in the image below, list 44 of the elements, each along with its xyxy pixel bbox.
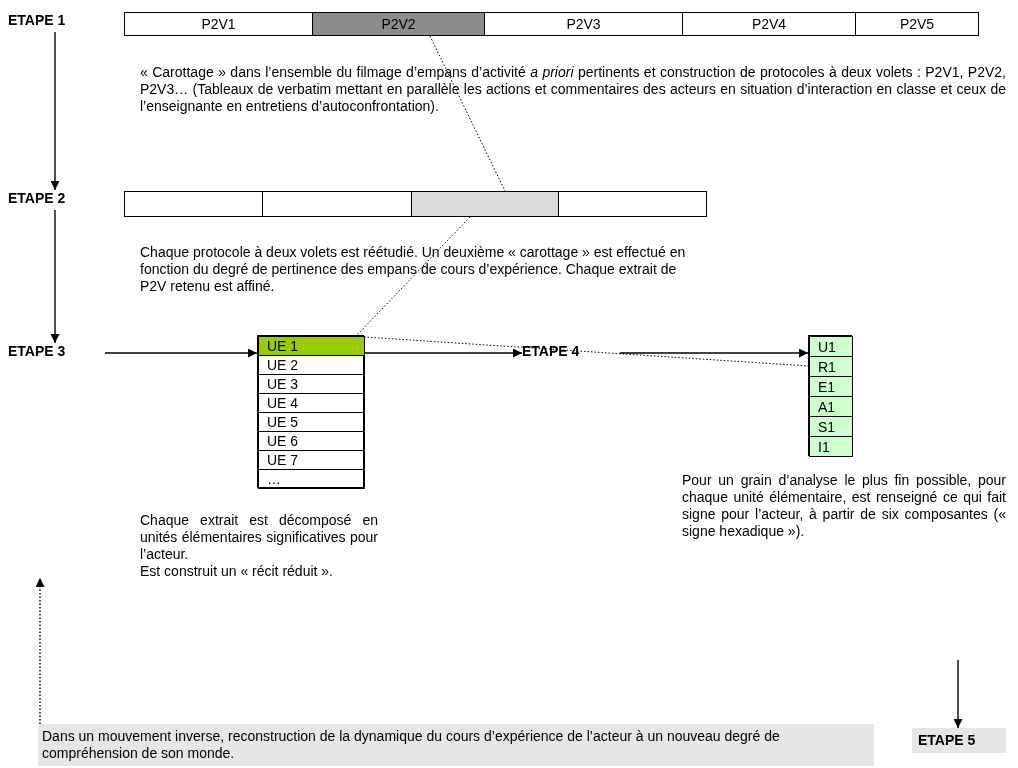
sign-cell: U1 xyxy=(809,336,853,357)
arrow xyxy=(619,348,809,358)
leader-line xyxy=(363,336,809,367)
highlighted-cell xyxy=(411,191,559,217)
step-label: ETAPE 5 xyxy=(912,728,1006,753)
sign-cell: A1 xyxy=(809,396,853,417)
unit-cell: UE 6 xyxy=(258,431,365,451)
step-label: ETAPE 1 xyxy=(8,12,98,32)
protocol-cell: P2V4 xyxy=(682,12,856,36)
sign-table xyxy=(808,335,852,456)
description-text: Est construit un « récit réduit ». xyxy=(140,563,334,580)
unit-cell: UE 2 xyxy=(258,355,365,375)
protocol-cell: P2V5 xyxy=(855,12,979,36)
protocol-cell: P2V1 xyxy=(124,12,313,36)
leader-line xyxy=(429,35,506,192)
description-text: Pour un grain d’analyse le plus fin possible, pour chaque unité élémentaire, est renseigné ce qui fait signe pour l’acteur, à partir de six composantes (« signe hexadique »). xyxy=(682,472,1006,540)
sign-cell: I1 xyxy=(809,436,853,457)
unit-cell: UE 7 xyxy=(258,450,365,470)
unit-cell: … xyxy=(258,469,365,489)
arrow xyxy=(953,659,963,729)
empty-cell xyxy=(124,191,263,217)
arrow xyxy=(50,31,60,191)
arrow xyxy=(35,577,45,725)
step-label: ETAPE 4 xyxy=(522,343,620,363)
sign-cell: S1 xyxy=(809,416,853,437)
unit-cell: UE 4 xyxy=(258,393,365,413)
arrow xyxy=(363,348,523,358)
step-label: ETAPE 2 xyxy=(8,190,98,210)
protocol-cell: P2V3 xyxy=(484,12,683,36)
step-label: ETAPE 3 xyxy=(8,343,105,363)
note-panel: Dans un mouvement inverse, reconstruction de la dynamique du cours d’expérience de l’acteur à un nouveau degré de compréhension de son monde. xyxy=(38,724,874,766)
protocol-cell: P2V2 xyxy=(312,12,485,36)
unit-table xyxy=(257,335,364,488)
arrow xyxy=(104,348,258,358)
sign-cell: E1 xyxy=(809,376,853,397)
description-text: « Carottage » dans l’ensemble du filmage d’empans d’activité a priori pertinents et construction de protocoles à deux volets : P2V1, P2V2, P2V3… (Tableaux de verbatim mettant en parallèle les actions et commentaires des acteurs en situation d’interaction en classe et ceux de l’enseignante en entretiens d’autoconfrontation). xyxy=(140,64,1006,115)
unit-cell: UE 5 xyxy=(258,412,365,432)
unit-cell: UE 1 xyxy=(258,336,365,356)
arrow xyxy=(50,209,60,344)
sign-cell: R1 xyxy=(809,356,853,377)
description-text: Chaque protocole à deux volets est réétudié. Un deuxième « carottage » est effectué en fonction du degré de pertinence des empans de cours d’expérience. Chaque extrait de P2V retenu est affiné. xyxy=(140,244,687,295)
description-text: Chaque extrait est décomposé en unités élémentaires significatives pour l’acteur. xyxy=(140,512,378,563)
unit-cell: UE 3 xyxy=(258,374,365,394)
leader-line xyxy=(356,216,471,336)
